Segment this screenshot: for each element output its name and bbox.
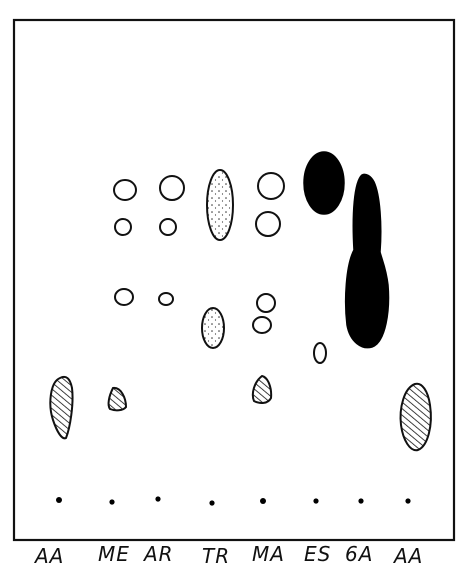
spot-me-2 (115, 219, 131, 235)
spot-tr-1 (207, 170, 233, 240)
spot-me-3 (115, 289, 133, 305)
spot-ma-1 (258, 173, 284, 199)
lane-label: ME (98, 542, 130, 566)
origin-dot-ma (260, 498, 266, 504)
spot-ma-3 (257, 294, 275, 312)
origin-dot-me (109, 499, 114, 504)
origin-dot-aa (56, 497, 62, 503)
lane-label: AA (33, 544, 64, 568)
origin-dot-ar (155, 496, 160, 501)
lane-label: ES (304, 542, 331, 566)
spot-ar-2 (160, 219, 176, 235)
origin-dot-es (313, 498, 318, 503)
spot-ma-2 (256, 212, 280, 236)
lane-label: TR (202, 544, 230, 568)
spot-es-1 (304, 152, 344, 214)
lane-label: AA (392, 544, 423, 568)
origin-dot-tr (209, 500, 214, 505)
origin-dot-aa-right (405, 498, 410, 503)
spot-tr-2 (202, 308, 224, 348)
spot-ma-4 (253, 317, 271, 333)
spot-me-1 (114, 180, 136, 200)
spot-ar-3 (159, 293, 173, 305)
lane-label: MA (252, 542, 285, 566)
spot-ar-1 (160, 176, 184, 200)
spot-es-2 (314, 343, 326, 363)
lane-label: 6A (345, 542, 373, 566)
origin-dot-6a (358, 498, 363, 503)
spot-aa-right (401, 384, 431, 450)
lane-label: AR (142, 542, 174, 566)
